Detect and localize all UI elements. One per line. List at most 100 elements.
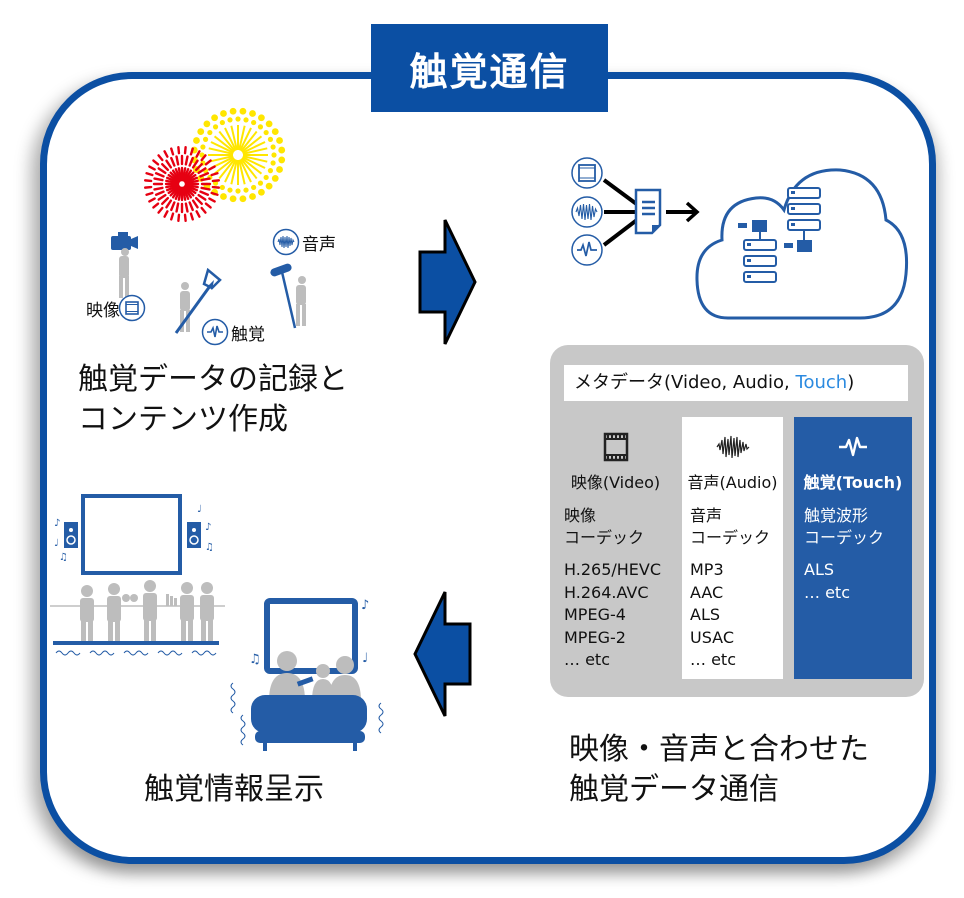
metadata-header-prefix: メタデータ(Video, Audio, [574, 372, 796, 393]
recording-caption-line1: 触覚データの記録と [78, 362, 348, 397]
firework-ray [191, 159, 199, 169]
firework-ray [208, 147, 234, 155]
codec-item: … etc [564, 650, 610, 669]
label-video: 映像 [86, 301, 120, 321]
firework-ray [238, 125, 246, 151]
firework-dot [243, 187, 249, 193]
codec-list: H.265/HEVC H.264.AVC MPEG-4 MPEG-2 … etc [550, 559, 681, 672]
firework-ray [242, 156, 266, 169]
camera-operator-icon [111, 232, 138, 298]
firework-ray [165, 159, 173, 169]
firework-ray [199, 190, 210, 196]
firework-ray [204, 202, 212, 209]
firework-ray [240, 158, 258, 180]
firework-ray [143, 179, 153, 183]
haptic-wave-icon [201, 318, 229, 346]
firework-dot [258, 188, 265, 196]
column-body-line2: コーデック [804, 528, 885, 547]
firework-ray [208, 155, 234, 163]
firework-ray [195, 210, 201, 218]
firework-ray [224, 127, 237, 151]
svg-text:♩: ♩ [54, 538, 59, 549]
firework-dot [220, 110, 227, 117]
firework-ray [194, 196, 203, 205]
firework-dot [276, 166, 283, 173]
firework-ray [157, 167, 167, 175]
codec-item: ALS [804, 560, 835, 579]
codec-item: MPEG-2 [564, 627, 626, 647]
firework-ray [175, 155, 180, 166]
codec-item: MPEG-4 [564, 605, 626, 624]
firework-ray [184, 179, 199, 185]
svg-text:♫: ♫ [205, 542, 214, 553]
codec-item: H.264.AVC [564, 582, 649, 602]
haptic-wave-icon [571, 234, 603, 266]
firework-ray [195, 150, 201, 158]
crowd-icon [80, 580, 214, 644]
firework-ray [170, 156, 176, 167]
column-title: 音声(Audio) [687, 473, 778, 492]
firework-ray [197, 167, 207, 175]
firework-ray [152, 202, 160, 209]
firework-ray [200, 186, 211, 191]
firework-dot [257, 180, 264, 186]
firework-ray [143, 185, 153, 189]
firework-ray [230, 159, 238, 185]
transmission-caption: 映像・音声と合わせた 触覚データ通信 [569, 730, 869, 810]
codec-list: MP3 AAC ALS USAC … etc [682, 559, 783, 672]
firework-ray [188, 201, 194, 212]
firework-ray [200, 154, 207, 162]
firework-ray [161, 196, 170, 205]
audio-wave-icon [571, 196, 603, 228]
column-body-line1: 映像 [564, 506, 597, 525]
metadata-panel: メタデータ(Video, Audio, Touch) 映像(Video) 映像 … [550, 345, 924, 697]
firework-dot [202, 136, 209, 142]
firework-ray [240, 130, 258, 152]
firework-dot [239, 107, 247, 115]
firework-ray [170, 147, 175, 156]
vibration-icon [55, 650, 217, 656]
firework-dot [207, 129, 213, 136]
haptic-sensor-icon [174, 268, 222, 334]
firework-yellow [190, 107, 286, 203]
svg-text:♫: ♫ [59, 552, 68, 563]
firework-dot [265, 182, 273, 190]
firework-ray [157, 206, 164, 214]
music-note-icon: ♫♪♩ [249, 598, 369, 667]
arrow-right-icon [418, 219, 477, 345]
firework-ray [211, 179, 221, 183]
sofa-icon [251, 695, 367, 751]
firework-ray [197, 193, 207, 201]
firework-dot [203, 120, 211, 128]
firework-dot [265, 120, 273, 128]
svg-text:♪: ♪ [54, 518, 60, 529]
haptic-wave-icon [794, 431, 912, 463]
firework-red [143, 145, 221, 223]
firework-dot [200, 144, 206, 150]
firework-dot [251, 184, 257, 191]
page-title: 触覚通信 [371, 24, 608, 112]
firework-dot [220, 193, 227, 200]
firework-ray [148, 197, 156, 203]
firework-ray [154, 172, 165, 178]
firework-dot [271, 152, 277, 158]
firework-dot [193, 137, 200, 144]
audio-wave-icon [682, 431, 783, 463]
firework-ray [194, 163, 203, 172]
firework-ray [177, 213, 181, 223]
firework-ray [204, 159, 212, 166]
firework-dot [271, 175, 279, 182]
firework-dot [257, 124, 264, 130]
home-viewing-illustration: ♫♪♩ [230, 598, 384, 751]
recording-caption-line2: コンテンツ作成 [78, 402, 288, 437]
firework-ray [213, 157, 235, 175]
film-icon [550, 431, 681, 463]
column-body-line1: 触覚波形 [804, 506, 869, 525]
firework-dot [211, 114, 218, 122]
column-title: 映像(Video) [570, 473, 661, 492]
firework-ray [153, 186, 164, 191]
firework-ray [242, 147, 268, 155]
metadata-column-touch: 触覚(Touch) 触覚波形 コーデック ALS … etc [794, 417, 912, 679]
firework-ray [242, 155, 268, 163]
codec-item: ALS [690, 605, 721, 624]
